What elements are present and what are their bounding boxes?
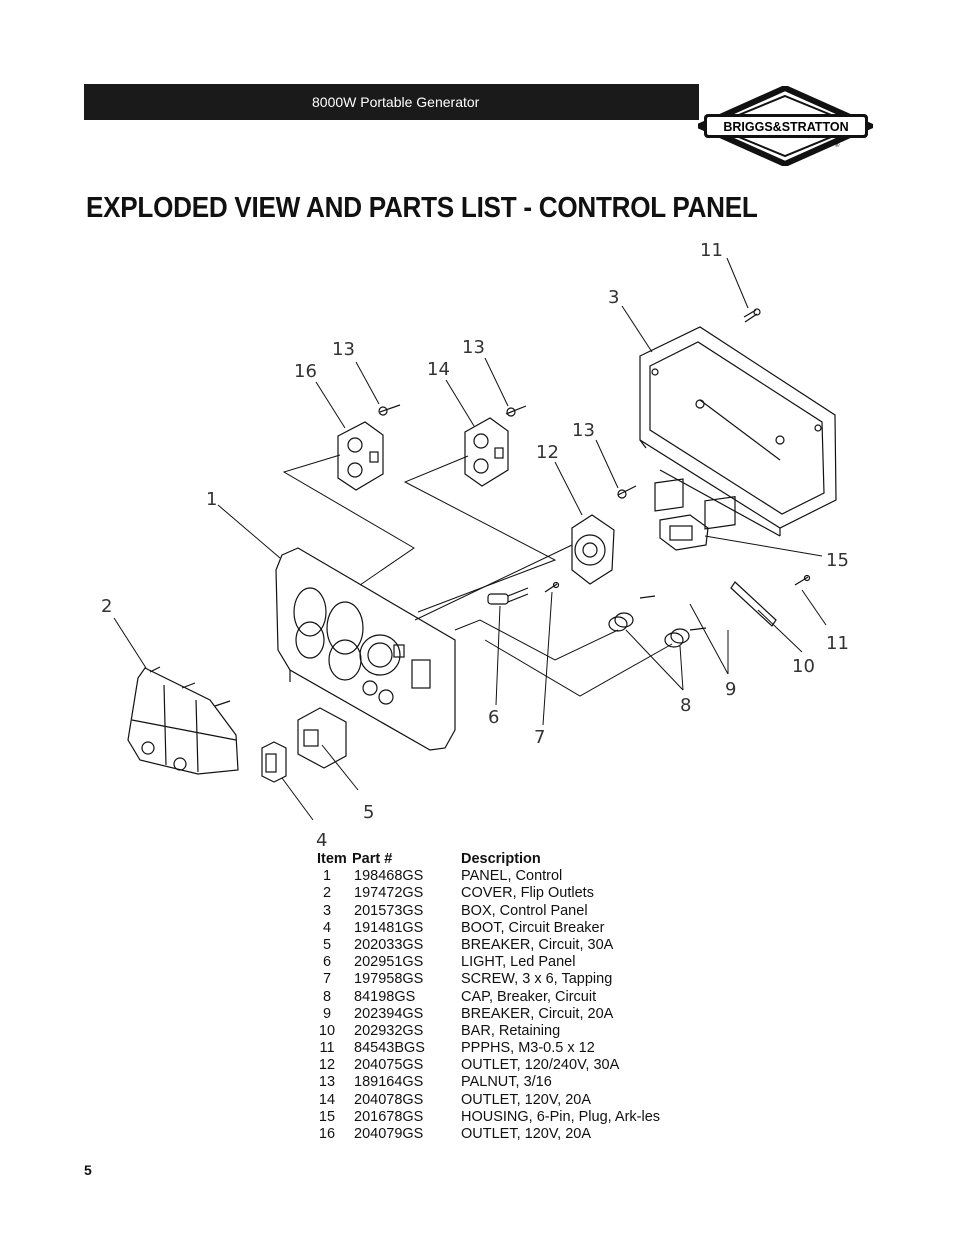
item-cell: 11 [319,1040,335,1057]
callout-label: 5 [363,802,374,823]
item-cell: 12 [318,1057,336,1074]
description-cell: BOOT, Circuit Breaker [461,919,605,936]
part-number-cell: 202033GS [354,936,424,953]
part-number-cell: 201573GS [354,902,424,919]
item-cell: 13 [318,1074,336,1091]
exploded-view-diagram: 11 3 13 13 16 14 13 12 1 2 15 11 10 9 8 … [101,240,849,850]
control-panel-part [275,547,456,751]
caps-8-part [608,612,690,648]
breaker-5-part [297,707,347,769]
callout-label: 13 [462,337,485,358]
description-cell: BREAKER, Circuit, 30A [461,936,614,953]
callout-labels: 11 3 13 13 16 14 13 12 1 2 15 11 10 9 8 … [101,240,849,850]
svg-text:BRIGGS&STRATTON: BRIGGS&STRATTON [723,120,848,134]
boot-4-part [261,741,287,783]
callout-label: 8 [680,695,691,716]
item-cell: 9 [322,1005,332,1022]
item-cell: 6 [322,954,332,971]
part-number-cell: 189164GS [354,1074,424,1091]
item-cell: 5 [322,936,332,953]
part-number-cell: 204079GS [354,1126,424,1142]
outlet-12-part [571,485,637,585]
part-number-cell: 202951GS [354,954,424,971]
retaining-bar-part [730,574,811,627]
description-cell: PPPHS, M3-0.5 x 12 [461,1040,595,1057]
outlet-14-part [464,405,527,487]
housing-15-part [659,514,709,551]
part-number-cell: 84543BGS [354,1040,425,1057]
description-cell: BAR, Retaining [461,1022,561,1039]
leader-lines [113,257,827,821]
led-light-part [487,581,560,605]
callout-label: 10 [792,656,815,677]
callout-label: 1 [206,489,217,510]
part-number-cell: 191481GS [354,919,424,936]
header-bar: 8000W Portable Generator [84,84,699,120]
part-number-cell: 198468GS [354,868,424,885]
description-cell: OUTLET, 120/240V, 30A [461,1057,620,1074]
callout-label: 3 [608,287,619,308]
item-cell: 3 [322,902,332,919]
description-cell: OUTLET, 120V, 20A [461,1126,592,1142]
header-subtitle: 8000W Portable Generator [312,94,480,110]
briggs-stratton-logo: BRIGGS&STRATTON ® [698,86,873,166]
description-cell: BOX, Control Panel [461,902,588,919]
callout-label: 11 [700,240,723,261]
description-cell: CAP, Breaker, Circuit [461,988,597,1005]
description-cell: PALNUT, 3/16 [461,1074,552,1091]
description-cell: PANEL, Control [461,868,563,885]
item-cell: 2 [322,885,332,902]
page-number: 5 [84,1162,92,1178]
item-cell: 1 [322,868,332,885]
description-cell: BREAKER, Circuit, 20A [461,1005,614,1022]
part-number-cell: 201678GS [354,1108,424,1125]
part-number-cell: 202932GS [354,1022,424,1039]
part-number-cell: 197958GS [354,971,424,988]
description-cell: SCREW, 3 x 6, Tapping [461,971,613,988]
part-number-cell: 84198GS [354,988,416,1005]
description-cell: HOUSING, 6-Pin, Plug, Ark-les [461,1108,661,1125]
item-cell: 8 [322,988,332,1005]
item-cell: 4 [322,919,332,936]
callout-label: 12 [536,442,559,463]
item-cell: 15 [318,1108,336,1125]
callout-label: 4 [316,830,327,850]
callout-label: 9 [725,679,736,700]
svg-text:®: ® [835,142,840,149]
part-number-cell: 197472GS [354,885,424,902]
callout-label: 11 [826,633,849,654]
assembly-guide-lines [282,454,673,697]
item-column-header: Item [317,851,347,867]
page-title: EXPLODED VIEW AND PARTS LIST - CONTROL P… [86,192,758,224]
callout-label: 13 [572,420,595,441]
part-number-cell: 204078GS [354,1091,424,1108]
callout-label: 6 [488,707,499,728]
part-number-cell: 204075GS [354,1057,424,1074]
description-cell: LIGHT, Led Panel [461,954,576,971]
callout-label: 13 [332,339,355,360]
item-cell: 16 [318,1126,336,1142]
item-cell: 7 [322,971,332,988]
item-cell: 10 [318,1022,336,1039]
screw-top-part [743,308,761,323]
callout-label: 16 [294,361,317,382]
item-cell: 14 [318,1091,336,1108]
part-column-header: Part # [352,851,393,867]
outlet-16-part [337,404,401,491]
description-cell: COVER, Flip Outlets [461,885,594,902]
part-number-cell: 202394GS [354,1005,424,1022]
flip-cover-part [127,666,239,775]
control-box-part [639,326,837,537]
callout-label: 2 [101,596,112,617]
description-column-header: Description [461,851,541,867]
callout-label: 14 [427,359,450,380]
callout-label: 7 [534,727,545,748]
description-cell: OUTLET, 120V, 20A [461,1091,592,1108]
breaker-9-part [639,478,736,631]
callout-label: 15 [826,550,849,571]
